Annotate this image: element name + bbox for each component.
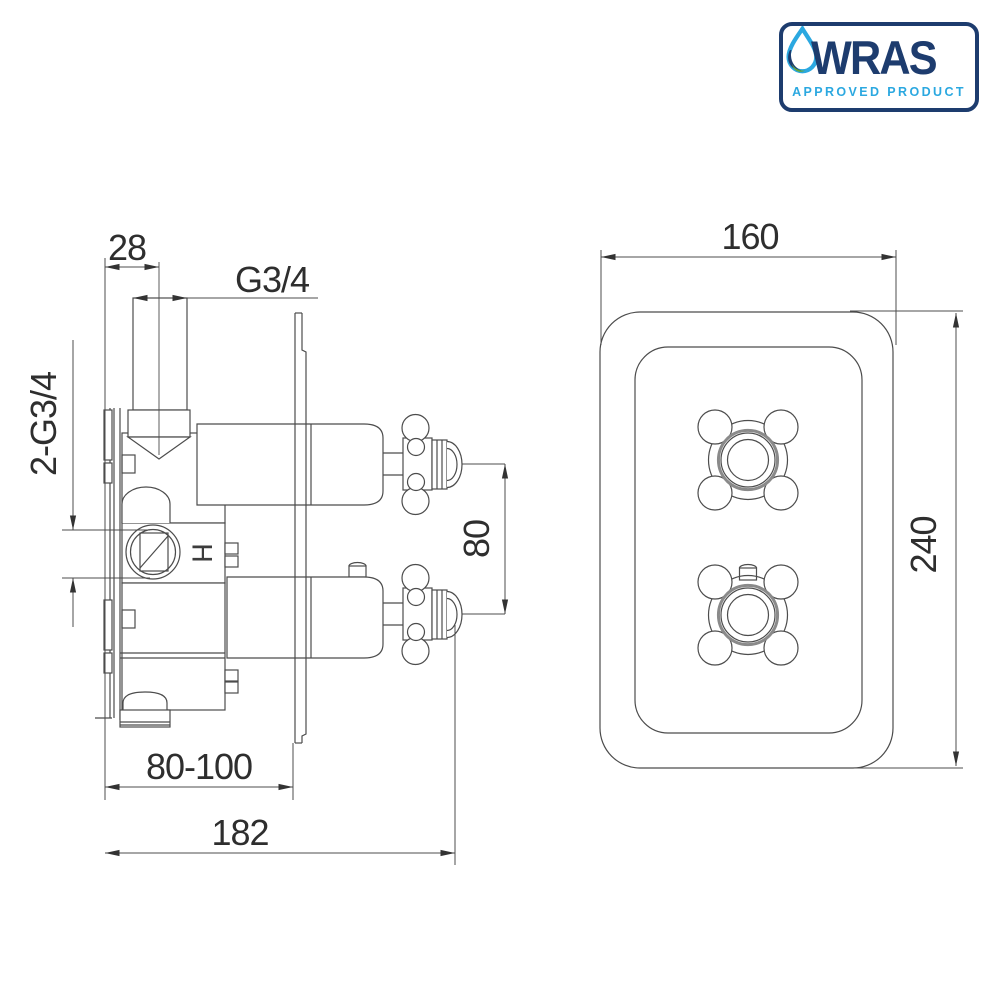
side-view-drawing: H <box>23 227 509 865</box>
cartridge-top <box>196 423 403 506</box>
handle-lobe <box>697 630 733 666</box>
wall-plate <box>95 408 121 720</box>
faceplate-edge <box>294 312 307 744</box>
handle-side-top <box>401 413 463 516</box>
handle-ring-inner <box>720 432 776 488</box>
dim-handle-spacing-label: 80 <box>456 520 497 558</box>
dim-overall-depth: 182 <box>105 625 456 865</box>
wras-approved-badge: WRAS APPROVED PRODUCT <box>779 22 979 112</box>
dim-plate-height: 240 <box>835 310 963 769</box>
dim-handle-spacing: 80 <box>456 463 509 615</box>
handle-lobe <box>697 564 733 600</box>
cartridge-bottom <box>226 561 403 659</box>
handle-hub <box>726 438 770 482</box>
dim-top-outlet-thread-label: G3/4 <box>235 259 309 300</box>
cross-handle-bottom <box>697 563 799 666</box>
front-view-drawing: 160 240 <box>599 216 963 769</box>
dim-inlet-threads: 2-G3/4 <box>23 340 150 627</box>
handle-ring-inner <box>720 587 776 643</box>
handle-back-circle <box>707 574 789 656</box>
dim-wall-offset: 28 <box>104 227 159 800</box>
dim-plate-width-label: 160 <box>721 216 778 257</box>
handle-lobe <box>763 409 799 445</box>
handle-lobe <box>763 564 799 600</box>
wras-brand-text: WRAS <box>811 30 938 84</box>
handle-hub <box>726 593 770 637</box>
dim-recess-depth: 80-100 <box>105 743 294 800</box>
handle-lobe <box>697 409 733 445</box>
supply-pipe <box>126 262 192 460</box>
hot-marker-label: H <box>186 543 217 563</box>
handle-side-bottom <box>401 563 463 666</box>
dim-plate-width: 160 <box>600 216 897 345</box>
wras-subtitle-text: APPROVED PRODUCT <box>792 85 966 99</box>
dim-recess-depth-label: 80-100 <box>146 746 252 787</box>
handle-lobe <box>763 630 799 666</box>
dim-wall-offset-label: 28 <box>108 227 146 268</box>
dim-top-outlet-thread: G3/4 <box>133 259 318 302</box>
handle-lobe <box>763 475 799 511</box>
dim-plate-height-label: 240 <box>903 516 944 573</box>
inlet-port: H <box>125 524 217 580</box>
handle-back-circle <box>707 419 789 501</box>
dim-overall-depth-label: 182 <box>211 812 268 853</box>
cross-handle-top <box>697 409 799 511</box>
faceplate-front <box>599 311 894 769</box>
dim-inlet-threads-label: 2-G3/4 <box>23 372 64 476</box>
wras-drop-icon <box>786 26 819 74</box>
handle-lobe <box>697 475 733 511</box>
